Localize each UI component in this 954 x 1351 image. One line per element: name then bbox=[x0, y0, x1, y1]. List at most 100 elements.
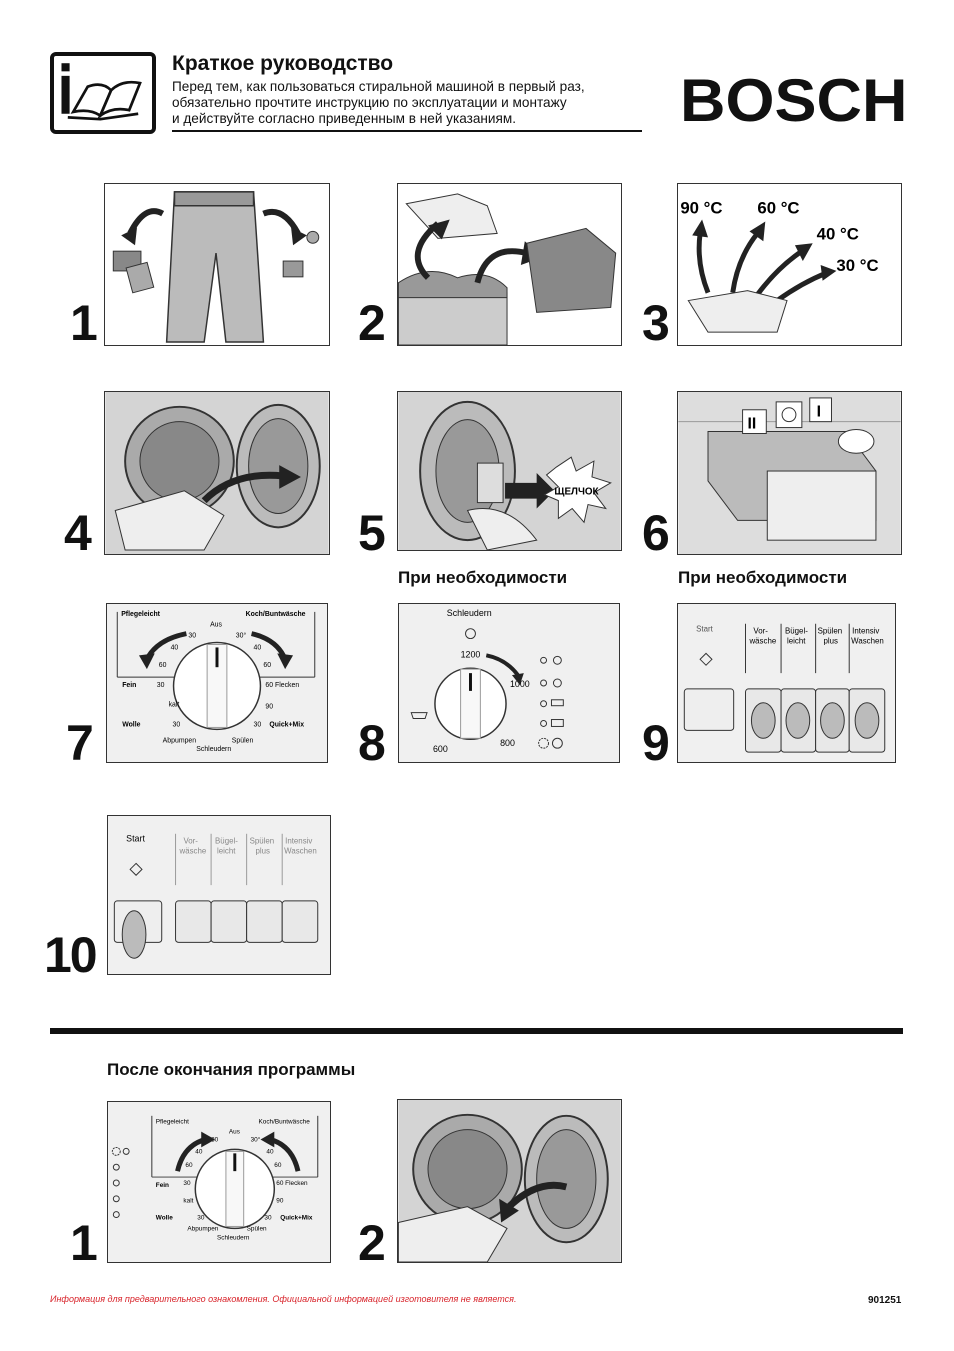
svg-text:800: 800 bbox=[500, 738, 515, 748]
svg-text:30°: 30° bbox=[251, 1136, 261, 1144]
spin-icon bbox=[465, 628, 476, 640]
svg-text:leicht: leicht bbox=[217, 847, 236, 856]
step9-option-buttons-illustration: Start Vor- wäsche Bügel- leicht Spülen p… bbox=[677, 603, 896, 763]
manual-icon bbox=[50, 52, 156, 134]
temp-90-label: 90 °C bbox=[680, 199, 722, 218]
disclaimer-note: Информация для предварительного ознакомл… bbox=[50, 1294, 517, 1304]
svg-text:60: 60 bbox=[274, 1162, 282, 1169]
compartment-I-icon bbox=[809, 397, 832, 423]
aus-label: Aus bbox=[210, 622, 222, 629]
after-program-title: После окончания программы bbox=[107, 1060, 356, 1079]
koch-label: Koch/Buntwäsche bbox=[246, 611, 306, 618]
rinse-plus-button[interactable] bbox=[246, 900, 283, 943]
svg-text:30: 30 bbox=[157, 682, 165, 689]
svg-text:30°: 30° bbox=[236, 632, 247, 640]
step-number: 5 bbox=[358, 505, 386, 561]
temp-60-label: 60 °C bbox=[757, 199, 799, 218]
compartment-II-icon bbox=[742, 409, 767, 434]
svg-text:Wolle: Wolle bbox=[156, 1215, 173, 1222]
svg-text:Waschen: Waschen bbox=[284, 847, 317, 856]
intro-line: Перед тем, как пользоваться стиральной м… bbox=[172, 79, 585, 94]
svg-text:30: 30 bbox=[254, 721, 262, 728]
step-number: 9 bbox=[642, 715, 670, 771]
svg-text:wäsche: wäsche bbox=[748, 637, 776, 646]
svg-text:Intensiv: Intensiv bbox=[852, 627, 879, 636]
step-number: 8 bbox=[358, 715, 386, 771]
step-number: 7 bbox=[66, 715, 94, 771]
after1-dial-off-illustration: Pflegeleicht Koch/Buntwäsche Aus 30 40 6… bbox=[107, 1101, 331, 1263]
easy-iron-button[interactable] bbox=[210, 900, 248, 943]
intro-line: и действуйте согласно приведенным в ней … bbox=[172, 111, 517, 126]
temp-30-label: 30 °C bbox=[836, 256, 878, 275]
intensive-wash-button[interactable] bbox=[281, 900, 319, 943]
svg-text:Aus: Aus bbox=[229, 1129, 240, 1136]
start-icon bbox=[699, 652, 713, 666]
svg-text:30: 30 bbox=[211, 1137, 219, 1144]
start-label: Start bbox=[126, 834, 145, 844]
svg-text:Fein: Fein bbox=[156, 1182, 169, 1189]
step7-program-dial-illustration: Pflegeleicht Koch/Buntwäsche Aus 30 40 6… bbox=[106, 603, 328, 763]
step-number: 1 bbox=[70, 295, 98, 351]
step2-sort-laundry-illustration bbox=[397, 183, 622, 346]
svg-text:wäsche: wäsche bbox=[179, 847, 207, 856]
svg-text:30: 30 bbox=[173, 721, 181, 728]
svg-text:plus: plus bbox=[256, 847, 271, 856]
svg-text:II: II bbox=[748, 416, 757, 433]
svg-text:Schleudern: Schleudern bbox=[217, 1234, 250, 1241]
step10-start-illustration: Start Vor- wäsche Bügel- leicht Spülen p… bbox=[107, 815, 331, 975]
fein-label: Fein bbox=[122, 682, 136, 689]
step-number: 1 bbox=[70, 1215, 98, 1271]
svg-text:60: 60 bbox=[263, 662, 271, 669]
svg-text:30: 30 bbox=[264, 1215, 272, 1222]
book-icon bbox=[61, 63, 142, 121]
prewash-button[interactable] bbox=[175, 900, 212, 943]
svg-text:60: 60 bbox=[185, 1162, 193, 1169]
svg-text:40: 40 bbox=[171, 644, 179, 651]
brand-logo: BOSCH bbox=[680, 67, 908, 134]
step-number: 4 bbox=[64, 505, 92, 561]
svg-text:Abpumpen: Abpumpen bbox=[187, 1225, 218, 1232]
status-indicators bbox=[538, 655, 564, 749]
svg-text:plus: plus bbox=[824, 637, 839, 646]
svg-text:30: 30 bbox=[188, 633, 196, 640]
wolle-label: Wolle bbox=[122, 721, 140, 728]
svg-text:kalt: kalt bbox=[169, 702, 180, 709]
spuelen-label: Spülen bbox=[232, 737, 254, 744]
svg-text:Waschen: Waschen bbox=[851, 637, 884, 646]
step1-empty-pockets-illustration bbox=[104, 183, 330, 346]
step-number: 2 bbox=[358, 1215, 386, 1271]
svg-text:Vor-: Vor- bbox=[183, 837, 198, 846]
step-number: 6 bbox=[642, 505, 670, 561]
header-rule bbox=[172, 130, 642, 132]
svg-text:40: 40 bbox=[195, 1148, 203, 1155]
step-number: 3 bbox=[642, 295, 670, 351]
svg-text:Quick+Mix: Quick+Mix bbox=[280, 1215, 313, 1222]
temp-40-label: 40 °C bbox=[817, 224, 859, 243]
svg-text:30: 30 bbox=[183, 1180, 191, 1187]
svg-text:Intensiv: Intensiv bbox=[285, 837, 312, 846]
start-label: Start bbox=[696, 625, 713, 634]
step-number: 2 bbox=[358, 295, 386, 351]
svg-text:30: 30 bbox=[197, 1215, 205, 1222]
svg-text:90: 90 bbox=[265, 704, 273, 711]
click-label: ЩЕЛЧОК bbox=[554, 487, 599, 498]
start-button[interactable] bbox=[683, 688, 735, 731]
pflegeleicht-label: Pflegeleicht bbox=[121, 611, 160, 618]
optional-caption: При необходимости bbox=[398, 568, 568, 587]
start-icon bbox=[129, 862, 143, 876]
status-indicators bbox=[111, 1146, 130, 1219]
svg-text:60 Flecken: 60 Flecken bbox=[265, 682, 299, 689]
svg-text:60 Flecken: 60 Flecken bbox=[276, 1180, 308, 1187]
intro-text: Перед тем, как пользоваться стиральной м… bbox=[172, 79, 642, 127]
step4-load-drum-illustration bbox=[104, 391, 330, 555]
page-title: Краткое руководство bbox=[172, 52, 394, 75]
svg-text:Koch/Buntwäsche: Koch/Buntwäsche bbox=[259, 1119, 311, 1126]
svg-text:Spülen: Spülen bbox=[247, 1225, 267, 1232]
step-number: 10 bbox=[44, 927, 98, 983]
svg-text:40: 40 bbox=[266, 1148, 274, 1155]
step3-temperature-illustration: 90 °C 60 °C 40 °C 30 °C bbox=[677, 183, 902, 346]
svg-text:leicht: leicht bbox=[787, 637, 806, 646]
step6-detergent-drawer-illustration: II I bbox=[677, 391, 902, 555]
abpumpen-label: Abpumpen bbox=[163, 737, 197, 744]
svg-text:kalt: kalt bbox=[183, 1198, 193, 1205]
